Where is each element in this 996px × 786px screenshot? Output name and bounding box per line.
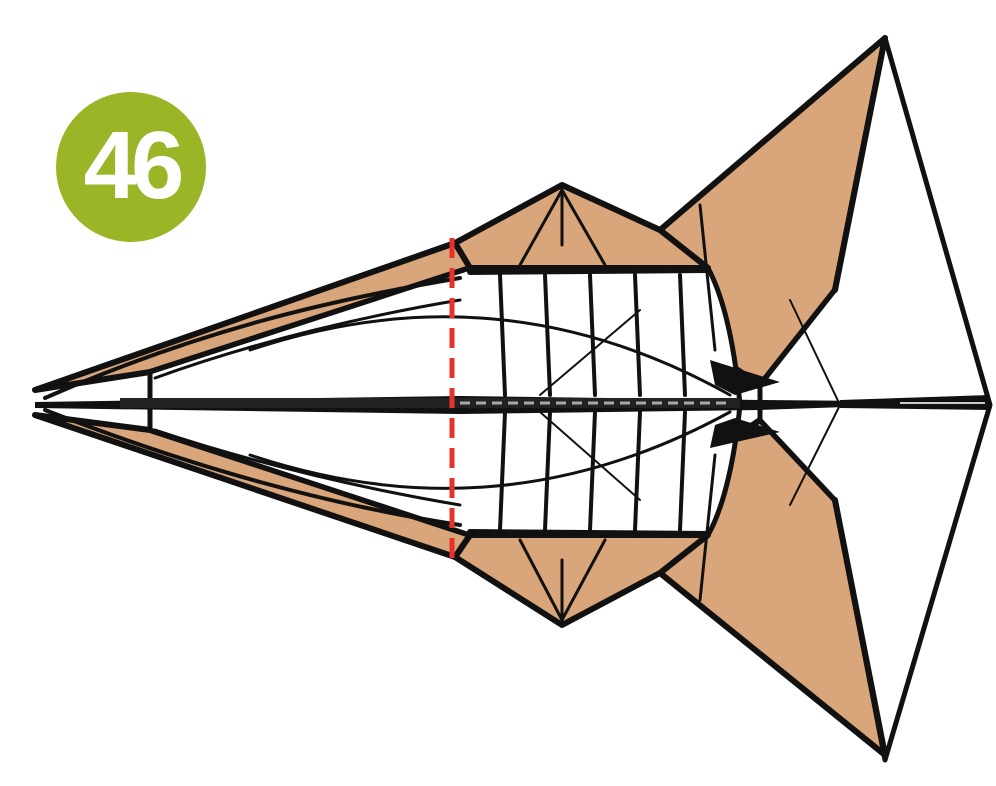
upper-band [470, 270, 708, 272]
step-badge: 46 [56, 92, 206, 242]
lower-band [470, 532, 708, 534]
step-number: 46 [84, 118, 179, 214]
